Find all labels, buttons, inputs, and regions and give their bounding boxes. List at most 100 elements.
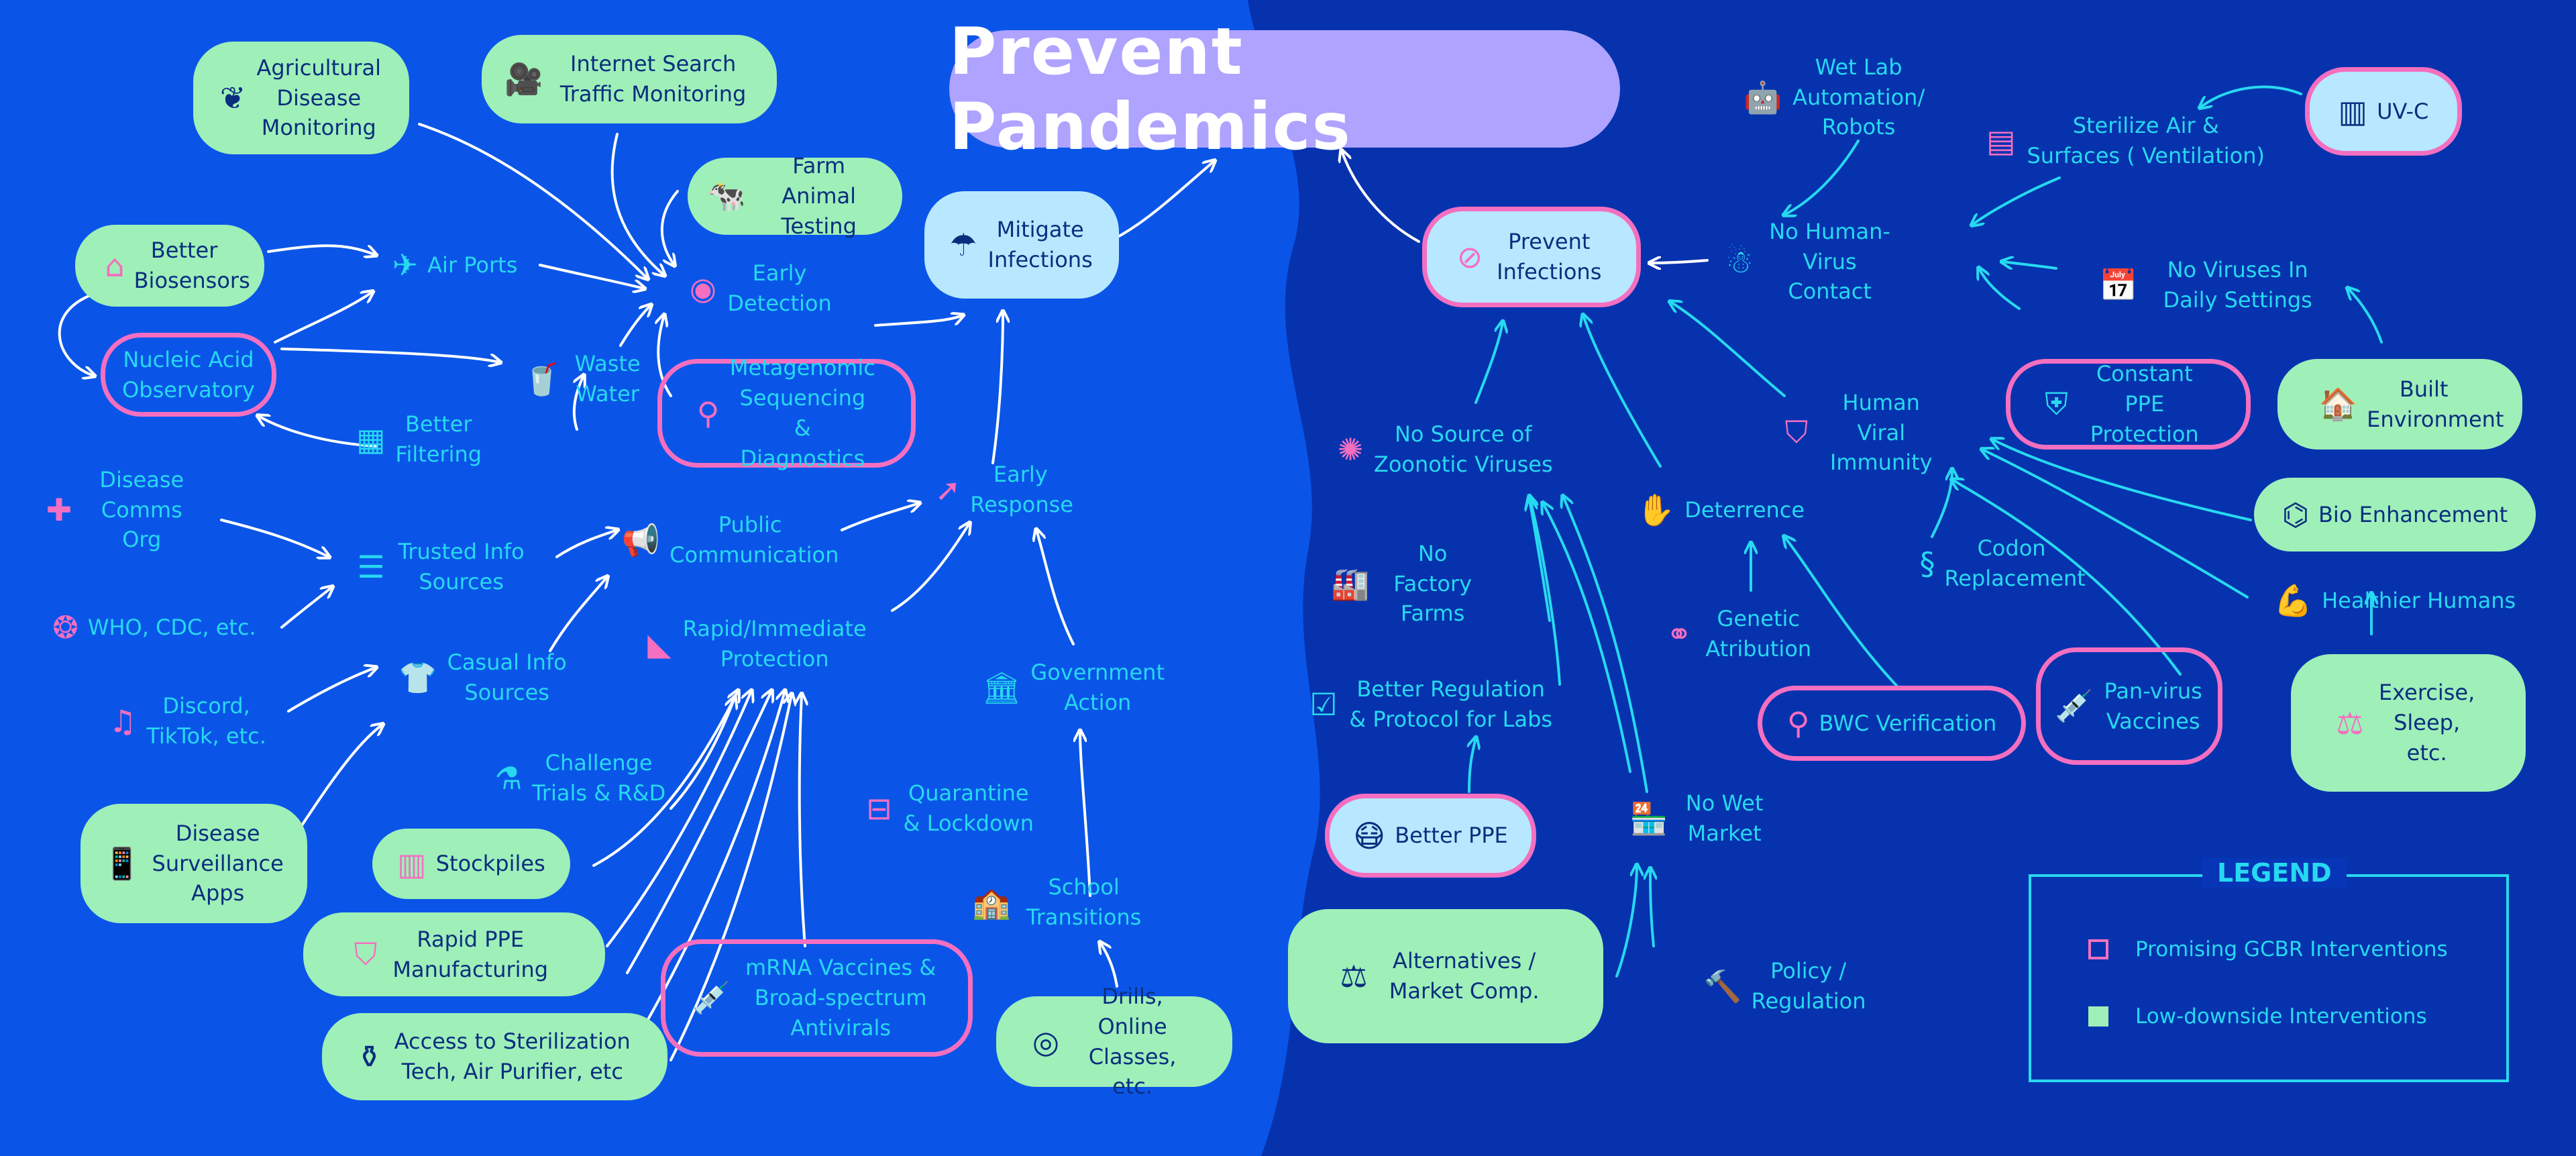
connector-arrow xyxy=(274,292,372,344)
connector-arrow xyxy=(1784,537,1900,689)
casual-info-sources-node: 👕 Casual Info Sources xyxy=(398,649,567,705)
legend-title: LEGEND xyxy=(2202,858,2347,888)
camera-icon: 🎥 xyxy=(504,60,543,97)
who-cdc-node: ❂ WHO, CDC, etc. xyxy=(52,609,256,645)
air-ports-node: ✈ Air Ports xyxy=(392,247,518,283)
checklist-icon: ☑ xyxy=(1309,686,1338,723)
exercise-sleep-node: ⚖ Exercise, Sleep, etc. xyxy=(2291,654,2526,792)
connector-arrow xyxy=(619,305,651,347)
legend-label: Low-downside Interventions xyxy=(2135,1004,2427,1029)
connector-arrow xyxy=(280,348,500,362)
magnifier-icon: ⚲ xyxy=(696,395,720,431)
connector-arrow xyxy=(669,698,735,810)
conveyor-icon: ⛉ xyxy=(354,935,378,972)
connector-arrow xyxy=(258,416,377,448)
disease-comms-org-node: ✚ Disease Comms Org xyxy=(46,466,184,553)
pan-virus-vaccines-node: 💉 Pan-virus Vaccines xyxy=(2036,647,2222,765)
policy-regulation-node: 🔨 Policy / Regulation xyxy=(1703,958,1866,1014)
constant-ppe-node: ⛨ Constant PPE Protection xyxy=(2006,359,2251,450)
connector-arrow xyxy=(1474,322,1503,404)
connector-arrow xyxy=(1784,140,1860,215)
codon-replacement-node: § Codon Replacement xyxy=(1919,535,2086,591)
connector-arrow xyxy=(2002,262,2057,268)
connector-arrow xyxy=(280,587,332,629)
bio-enhancement-node: ⌬ Bio Enhancement xyxy=(2254,478,2536,551)
robot-icon: 🤖 xyxy=(1743,78,1782,115)
calendar-virus-icon: 📅 xyxy=(2099,266,2138,303)
no-viruses-daily-node: 📅 No Viruses In Daily Settings xyxy=(2099,257,2312,313)
connector-arrow xyxy=(1931,470,1952,538)
connector-arrow xyxy=(1615,865,1637,978)
access-sterilization-node: ⚱ Access to Sterilization Tech, Air Puri… xyxy=(322,1013,667,1100)
network-nodes-icon: ⚭ xyxy=(1666,616,1693,652)
connector-arrow xyxy=(301,725,382,827)
air-vent-icon: ▤ xyxy=(1986,123,2016,159)
connector-arrow xyxy=(1972,176,2061,225)
signal-icon: ◉ xyxy=(689,270,717,307)
built-environment-node: 🏠 Built Environment xyxy=(2277,359,2522,450)
connector-arrow xyxy=(660,190,679,265)
market-stall-icon: 🏪 xyxy=(1629,800,1668,837)
immune-shield-icon: ⛉ xyxy=(1784,414,1809,450)
connector-arrow xyxy=(1563,496,1648,793)
mask-icon: 😷 xyxy=(1353,817,1386,854)
virus-prohibited-icon: ⊘ xyxy=(1456,239,1483,275)
connector-arrow xyxy=(1543,503,1631,773)
connector-arrow xyxy=(418,123,647,278)
store-compare-icon: ⚖ xyxy=(1340,958,1368,994)
connector-arrow xyxy=(841,503,919,531)
better-ppe-node: 😷 Better PPE xyxy=(1325,794,1536,878)
alternatives-market-node: ⚖ Alternatives / Market Comp. xyxy=(1288,909,1603,1043)
connector-arrow xyxy=(1583,315,1662,468)
genetic-atribution-node: ⚭ Genetic Atribution xyxy=(1666,606,1812,662)
deterrence-node: ✋ Deterrence xyxy=(1636,491,1805,528)
no-zoonotic-node: ✺ No Source of Zoonotic Viruses xyxy=(1337,421,1553,477)
no-human-virus-contact-node: ☃ No Human-Virus Contact xyxy=(1725,218,1890,305)
muscle-shield-icon: 💪 xyxy=(2273,582,2313,619)
connector-arrow xyxy=(555,530,617,558)
internet-search-node: 🎥 Internet Search Traffic Monitoring xyxy=(482,35,777,123)
legend-label: Promising GCBR Interventions xyxy=(2135,937,2448,961)
connector-arrow xyxy=(891,523,969,612)
shield-icon: ◣ xyxy=(647,626,672,662)
metagenomic-node: ⚲ Metagenomic Sequencing & Diagnostics xyxy=(657,355,916,471)
house-icon: 🏠 xyxy=(2318,386,2358,422)
connector-arrow xyxy=(2348,288,2383,344)
connector-arrow xyxy=(549,577,607,652)
connector-arrow xyxy=(991,312,1003,464)
early-detection-node: ◉ Early Detection xyxy=(689,260,832,316)
gavel-icon: 🔨 xyxy=(1703,967,1742,1004)
phone-icon: 📱 xyxy=(103,845,142,882)
connector-arrow xyxy=(287,668,376,713)
connector-arrow xyxy=(1036,530,1075,645)
connector-arrow xyxy=(1650,869,1654,947)
shirt-icon: 👕 xyxy=(398,659,437,696)
animal-icon: 🐄 xyxy=(707,178,746,214)
better-filtering-node: ▦ Better Filtering xyxy=(356,411,482,467)
biosensor-icon: ⌂ xyxy=(105,248,125,284)
nucleic-acid-observatory-node: Nucleic Acid Observatory xyxy=(101,333,276,417)
legend-swatch-outline xyxy=(2088,939,2108,959)
person-virus-icon: ☃ xyxy=(1725,244,1754,280)
human-viral-immunity-node: ⛉ Human Viral Immunity xyxy=(1784,389,1933,476)
connector-arrow xyxy=(1529,500,1551,622)
trusted-info-sources-node: ☰ Trusted Info Sources xyxy=(357,539,525,594)
megaphone-icon: 📢 xyxy=(621,521,661,558)
discord-tiktok-node: ♫ Discord, TikTok, etc. xyxy=(109,693,266,749)
connector-arrow xyxy=(643,691,785,1028)
uv-lamp-icon: ▥ xyxy=(2338,93,2368,129)
document-icon: ☰ xyxy=(357,549,385,585)
mrna-vaccines-node: 💉 mRNA Vaccines & Broad-spectrum Antivir… xyxy=(661,939,973,1057)
connector-arrow xyxy=(58,291,102,376)
legend-item-low-downside: Low-downside Interventions xyxy=(2088,1004,2427,1029)
filter-icon: ▦ xyxy=(356,421,386,458)
bat-virus-icon: ✺ xyxy=(1337,431,1364,468)
airplane-icon: ✈ xyxy=(392,247,419,283)
page-title: Prevent Pandemics xyxy=(949,14,1620,164)
medical-cross-icon: ✚ xyxy=(46,492,72,528)
connector-arrow xyxy=(1469,738,1476,793)
alarm-icon: ◎ xyxy=(1032,1023,1060,1060)
public-communication-node: 📢 Public Communication xyxy=(621,512,839,568)
school-transitions-node: 🏫 School Transitions xyxy=(972,874,1142,930)
molecule-icon: ⌬ xyxy=(2282,496,2309,533)
